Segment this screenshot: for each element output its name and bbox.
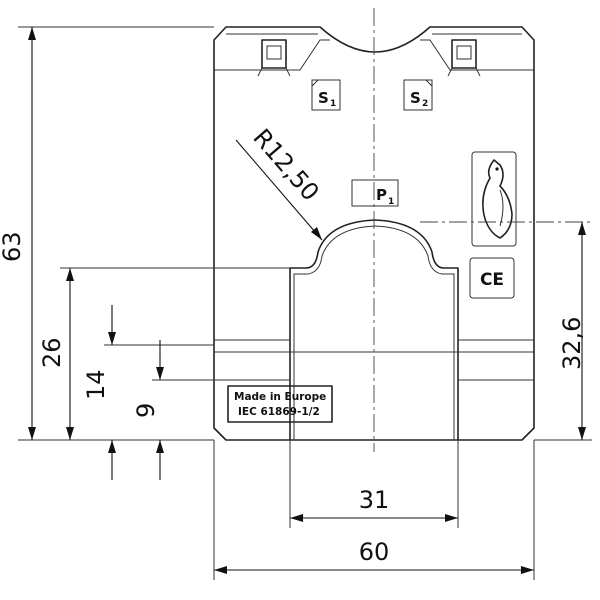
dim-9-text: 9 — [132, 403, 160, 418]
top-bevel-right — [420, 39, 534, 71]
dim-60-text: 60 — [359, 538, 390, 566]
dim-height-26: 26 — [38, 267, 290, 440]
dim-width-31: 31 — [289, 440, 459, 528]
dim-14-text: 14 — [82, 369, 110, 400]
ce-text: CE — [480, 270, 504, 290]
dim-height-14: 14 — [82, 305, 214, 480]
dim-63-text: 63 — [0, 231, 26, 262]
dim-width-60: 60 — [213, 440, 535, 580]
dim-32-6-text: 32,6 — [558, 317, 586, 370]
marking-line-2: IEC 61869-1/2 — [238, 406, 320, 418]
ce-mark-icon: CE — [469, 257, 515, 299]
terminal-s1-label: S 1 — [311, 79, 341, 111]
p1-letter: P — [376, 186, 387, 204]
s1-sub: 1 — [330, 99, 336, 109]
s1-letter: S — [318, 89, 329, 107]
dim-height-9: 9 — [132, 340, 214, 480]
s2-letter: S — [410, 89, 421, 107]
dim-height-32-6: 32,6 — [534, 222, 592, 441]
top-bevel-left — [214, 39, 330, 71]
dim-26-text: 26 — [38, 337, 66, 368]
s2-sub: 2 — [422, 99, 428, 109]
dim-31-text: 31 — [359, 486, 390, 514]
screw-terminal-icon — [447, 39, 481, 77]
dim-radius: R12,50 — [235, 124, 325, 241]
marking-label: Made in Europe IEC 61869-1/2 — [227, 385, 333, 423]
terminal-s2-label: S 2 — [403, 79, 433, 111]
window-inner-edge — [293, 225, 455, 440]
marking-line-1: Made in Europe — [234, 391, 326, 403]
body-outline — [213, 26, 535, 441]
radius-text: R12,50 — [247, 124, 324, 207]
bird-logo-icon — [471, 151, 517, 247]
terminal-p1-label: P 1 — [351, 179, 399, 207]
screw-terminal-icon — [257, 39, 291, 77]
dim-height-63: 63 — [0, 26, 214, 441]
conductor-window — [289, 219, 459, 441]
p1-sub: 1 — [388, 197, 394, 207]
